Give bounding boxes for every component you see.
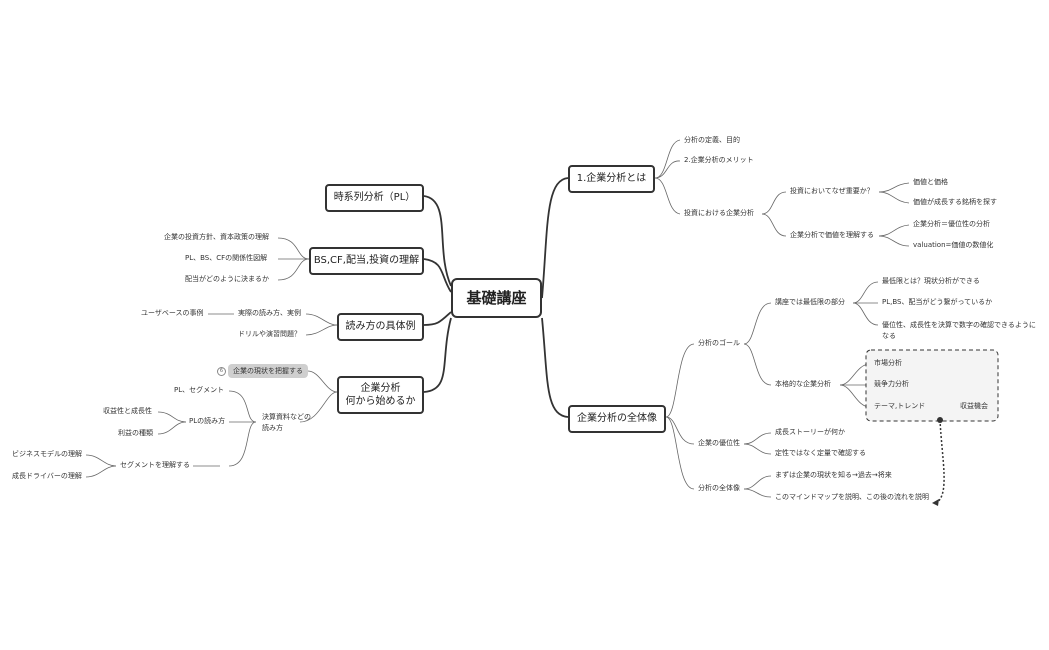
topic-full-analysis[interactable]: 本格的な企業分析 [775,380,831,388]
boundary-box [865,349,999,422]
topic-understand-segment[interactable]: セグメントを理解する [120,461,190,469]
central-topic[interactable]: 基礎講座 [451,278,542,318]
topic-connection[interactable]: PL,BS、配当がどう繋がっているか [882,298,993,306]
branch-where-to-start-line2: 何から始めるか [345,396,416,407]
topic-goal[interactable]: 分析のゴール [698,339,740,347]
topic-revenue-opportunity[interactable]: 収益機会 [960,402,988,410]
topic-understand-value[interactable]: 企業分析で価値を理解する [790,231,874,239]
topic-definition[interactable]: 分析の定義、目的 [684,136,740,144]
topic-current-state[interactable]: まずは企業の現状を知る→過去→将来 [775,471,892,479]
topic-whole-picture[interactable]: 分析の全体像 [698,484,740,492]
topic-profitability-growth[interactable]: 収益性と成長性 [103,407,152,415]
topic-competition[interactable]: 競争力分析 [874,380,909,388]
topic-actual-reading[interactable]: 実際の読み方、実例 [238,309,301,317]
topic-financial-docs-line1: 決算資料などの [262,413,311,421]
topic-investment-policy[interactable]: 企業の投資方針、資本政策の理解 [164,233,269,241]
topic-explain-map[interactable]: このマインドマップを説明、この後の流れを説明 [775,493,929,501]
topic-quantitative[interactable]: 定性ではなく定量で確認する [775,449,866,457]
topic-why-important[interactable]: 投資においてなぜ重要か？ [790,187,874,195]
branch-where-to-start-line1: 企業分析 [360,383,401,394]
relationship-arrow [935,419,945,504]
branch-reading-examples[interactable]: 読み方の具体例 [337,313,424,341]
topic-financial-docs[interactable]: 決算資料などの 読み方 [262,412,318,434]
topic-dividend[interactable]: 配当がどのように決まるか [185,275,269,283]
topic-pl-segment[interactable]: PL、セグメント [174,386,225,394]
topic-minimum[interactable]: 講座では最低限の部分 [775,298,845,306]
branch-overview[interactable]: 企業分析の全体像 [568,405,666,433]
topic-relationship-diagram[interactable]: PL、BS、CFの関係性図解 [185,254,268,262]
topic-minimum-what[interactable]: 最低限とは？現状分析ができる [882,277,980,285]
topic-business-model[interactable]: ビジネスモデルの理解 [12,450,82,458]
topic-financial-docs-line2: 読み方 [262,424,283,432]
topic-userbase-case[interactable]: ユーザベースの事例 [141,309,204,317]
topic-theme-trend[interactable]: テーマ,トレンド [874,402,926,410]
topic-market[interactable]: 市場分析 [874,359,902,367]
branch-company-analysis[interactable]: 1.企業分析とは [568,165,655,193]
topic-growth-driver[interactable]: 成長ドライバーの理解 [12,472,82,480]
topic-investment-analysis[interactable]: 投資における企業分析 [684,209,754,217]
topic-value-growth[interactable]: 価値が成長する銘柄を探す [913,198,997,206]
topic-company-advantage[interactable]: 企業の優位性 [698,439,740,447]
topic-drill[interactable]: ドリルや演習問題？ [238,330,301,338]
topic-advantage-analysis[interactable]: 企業分析＝優位性の分析 [913,220,990,228]
number-badge: 6 [217,367,226,376]
topic-pl-reading[interactable]: PLの読み方 [189,417,226,425]
topic-merit[interactable]: 2.企業分析のメリット [684,156,754,164]
branch-bs-cf[interactable]: BS,CF,配当,投資の理解 [309,247,424,275]
topic-value-price[interactable]: 価値と価格 [913,178,948,186]
branch-where-to-start[interactable]: 企業分析 何から始めるか [337,376,424,414]
topic-confirm-numbers[interactable]: 優位性、成長性を決算で数字の確認できるようになる [882,321,1036,340]
topic-valuation[interactable]: valuation=価値の数値化 [913,241,994,249]
topic-profit-types[interactable]: 利益の種類 [118,429,153,437]
branch-time-series[interactable]: 時系列分析（PL） [325,184,424,212]
topic-grasp-current-state[interactable]: 企業の現状を把握する [228,364,308,378]
topic-growth-story[interactable]: 成長ストーリーが何か [775,428,845,436]
